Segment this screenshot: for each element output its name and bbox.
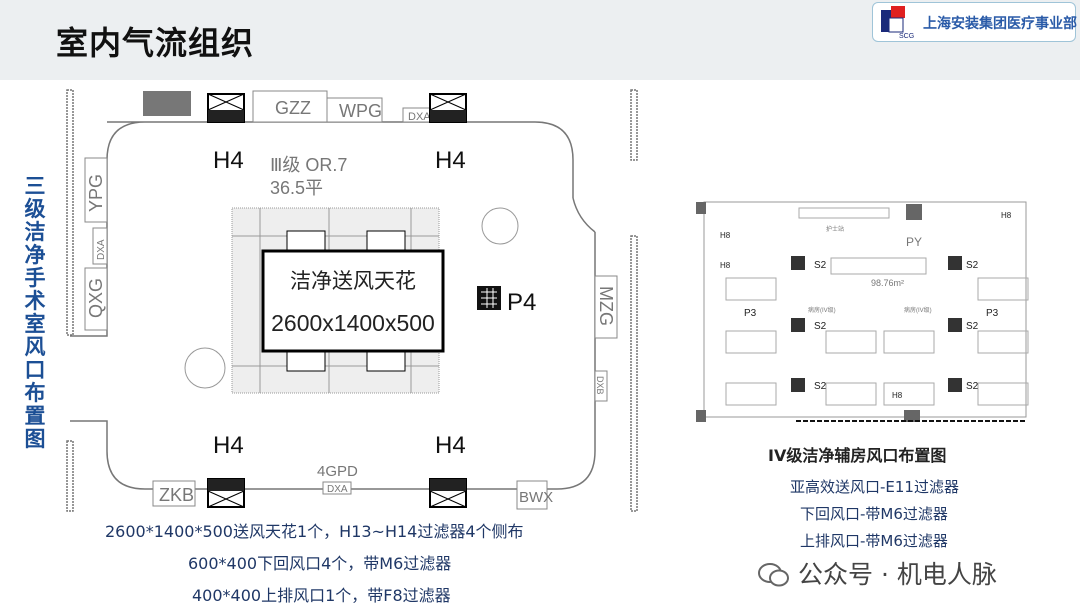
svg-text:S2: S2: [814, 381, 827, 392]
svg-text:PY: PY: [906, 235, 922, 249]
svg-text:BWX: BWX: [519, 489, 553, 506]
svg-text:DXA: DXA: [408, 111, 431, 123]
company-logo: SCG 上海安装集团医疗事业部: [872, 2, 1077, 42]
page-title: 室内气流组织: [56, 24, 255, 62]
right-note-1: 亚高效送风口-E11过滤器: [790, 478, 959, 496]
svg-text:P4: P4: [507, 289, 536, 316]
svg-text:H4: H4: [435, 432, 466, 459]
clean-supply-ceiling: [261, 249, 445, 353]
svg-text:DXB: DXB: [595, 376, 605, 395]
svg-text:P3: P3: [744, 308, 757, 319]
left-vertical-title: 三级洁净手术室风口布置图: [24, 174, 46, 451]
header-band: 室内气流组织 SCG 上海安装集团医疗事业部: [0, 0, 1080, 80]
svg-text:P3: P3: [986, 308, 999, 319]
svg-text:H8: H8: [1001, 211, 1012, 220]
scg-logo-icon: SCG: [881, 6, 914, 40]
svg-text:护士站: 护士站: [826, 225, 844, 233]
svg-text:4GPD: 4GPD: [317, 463, 358, 480]
svg-text:H4: H4: [213, 432, 244, 459]
svg-text:S2: S2: [966, 381, 979, 392]
svg-text:H8: H8: [720, 261, 731, 270]
svg-text:ZKB: ZKB: [159, 485, 194, 505]
svg-text:SCG: SCG: [899, 33, 914, 40]
svg-text:洁净送风天花: 洁净送风天花: [290, 270, 416, 293]
h4-return-outlets: H4 H4 H4 H4: [207, 93, 467, 508]
svg-text:DXA: DXA: [327, 484, 348, 495]
watermark-text: 公众号 · 机电人脉: [798, 560, 997, 589]
svg-text:WPG: WPG: [339, 101, 382, 121]
right-note-2: 下回风口-带M6过滤器: [800, 505, 948, 523]
svg-text:H8: H8: [892, 391, 903, 400]
svg-text:H8: H8: [720, 231, 731, 240]
right-note-3: 上排风口-带M6过滤器: [800, 532, 948, 550]
svg-text:H4: H4: [435, 147, 466, 174]
svg-text:S2: S2: [814, 321, 827, 332]
company-name: 上海安装集团医疗事业部: [923, 16, 1077, 32]
svg-text:QXG: QXG: [86, 278, 106, 318]
operating-room-plan: GZZ WPG DXA YPG DXA QXG MZG DXB ZKB 4GPD…: [66, 89, 638, 512]
side-supply-filters: [286, 230, 406, 372]
wechat-icon: [758, 563, 789, 587]
left-note-3: 400*400上排风口1个，带F8过滤器: [192, 586, 451, 605]
svg-text:DXA: DXA: [96, 239, 107, 260]
left-note-2: 600*400下回风口4个，带M6过滤器: [188, 554, 452, 573]
svg-text:Ⅲ级 OR.7: Ⅲ级 OR.7: [270, 155, 347, 175]
svg-text:S2: S2: [814, 260, 827, 271]
svg-text:2600x1400x500: 2600x1400x500: [271, 310, 435, 336]
svg-text:病房(IV级): 病房(IV级): [904, 306, 932, 314]
svg-text:H4: H4: [213, 147, 244, 174]
svg-text:GZZ: GZZ: [275, 98, 311, 118]
svg-text:YPG: YPG: [86, 174, 106, 212]
svg-text:MZG: MZG: [596, 286, 616, 326]
svg-text:S2: S2: [966, 321, 979, 332]
svg-text:36.5平: 36.5平: [270, 178, 323, 198]
left-note-1: 2600*1400*500送风天花1个，H13~H14过滤器4个侧布: [105, 522, 524, 541]
svg-text:S2: S2: [966, 260, 979, 271]
svg-text:病房(IV级): 病房(IV级): [808, 306, 836, 314]
svg-text:98.76m²: 98.76m²: [871, 278, 904, 288]
watermark: 公众号 · 机电人脉: [758, 560, 997, 590]
right-caption: IV级洁净辅房风口布置图: [768, 446, 947, 465]
